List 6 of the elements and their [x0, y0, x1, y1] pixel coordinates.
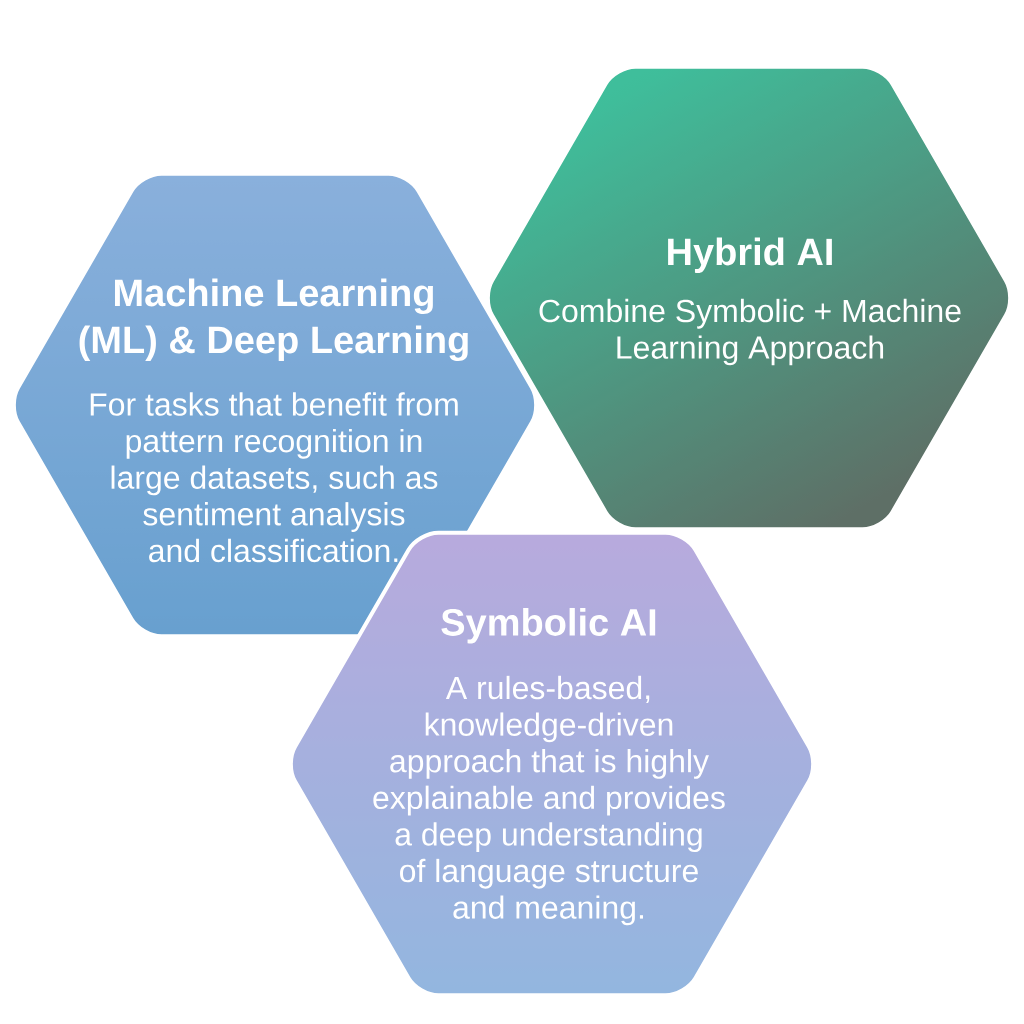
heading: Machine Learning (ML) & Deep Learning [79, 278, 468, 362]
body-text: For tasks that benefit from pattern recognition in large datasets, such as sentiment analysis and classification. [90, 392, 458, 563]
body-text: A rules-based, knowledge-driven approach that is highly explainable and provides a deep understanding of language structure and meaning. [373, 675, 725, 926]
heading: Symbolic AI [441, 607, 656, 644]
body-text: Combine Symbolic + Machine Learning Approach [539, 298, 961, 366]
heading: Hybrid AI [668, 237, 832, 273]
